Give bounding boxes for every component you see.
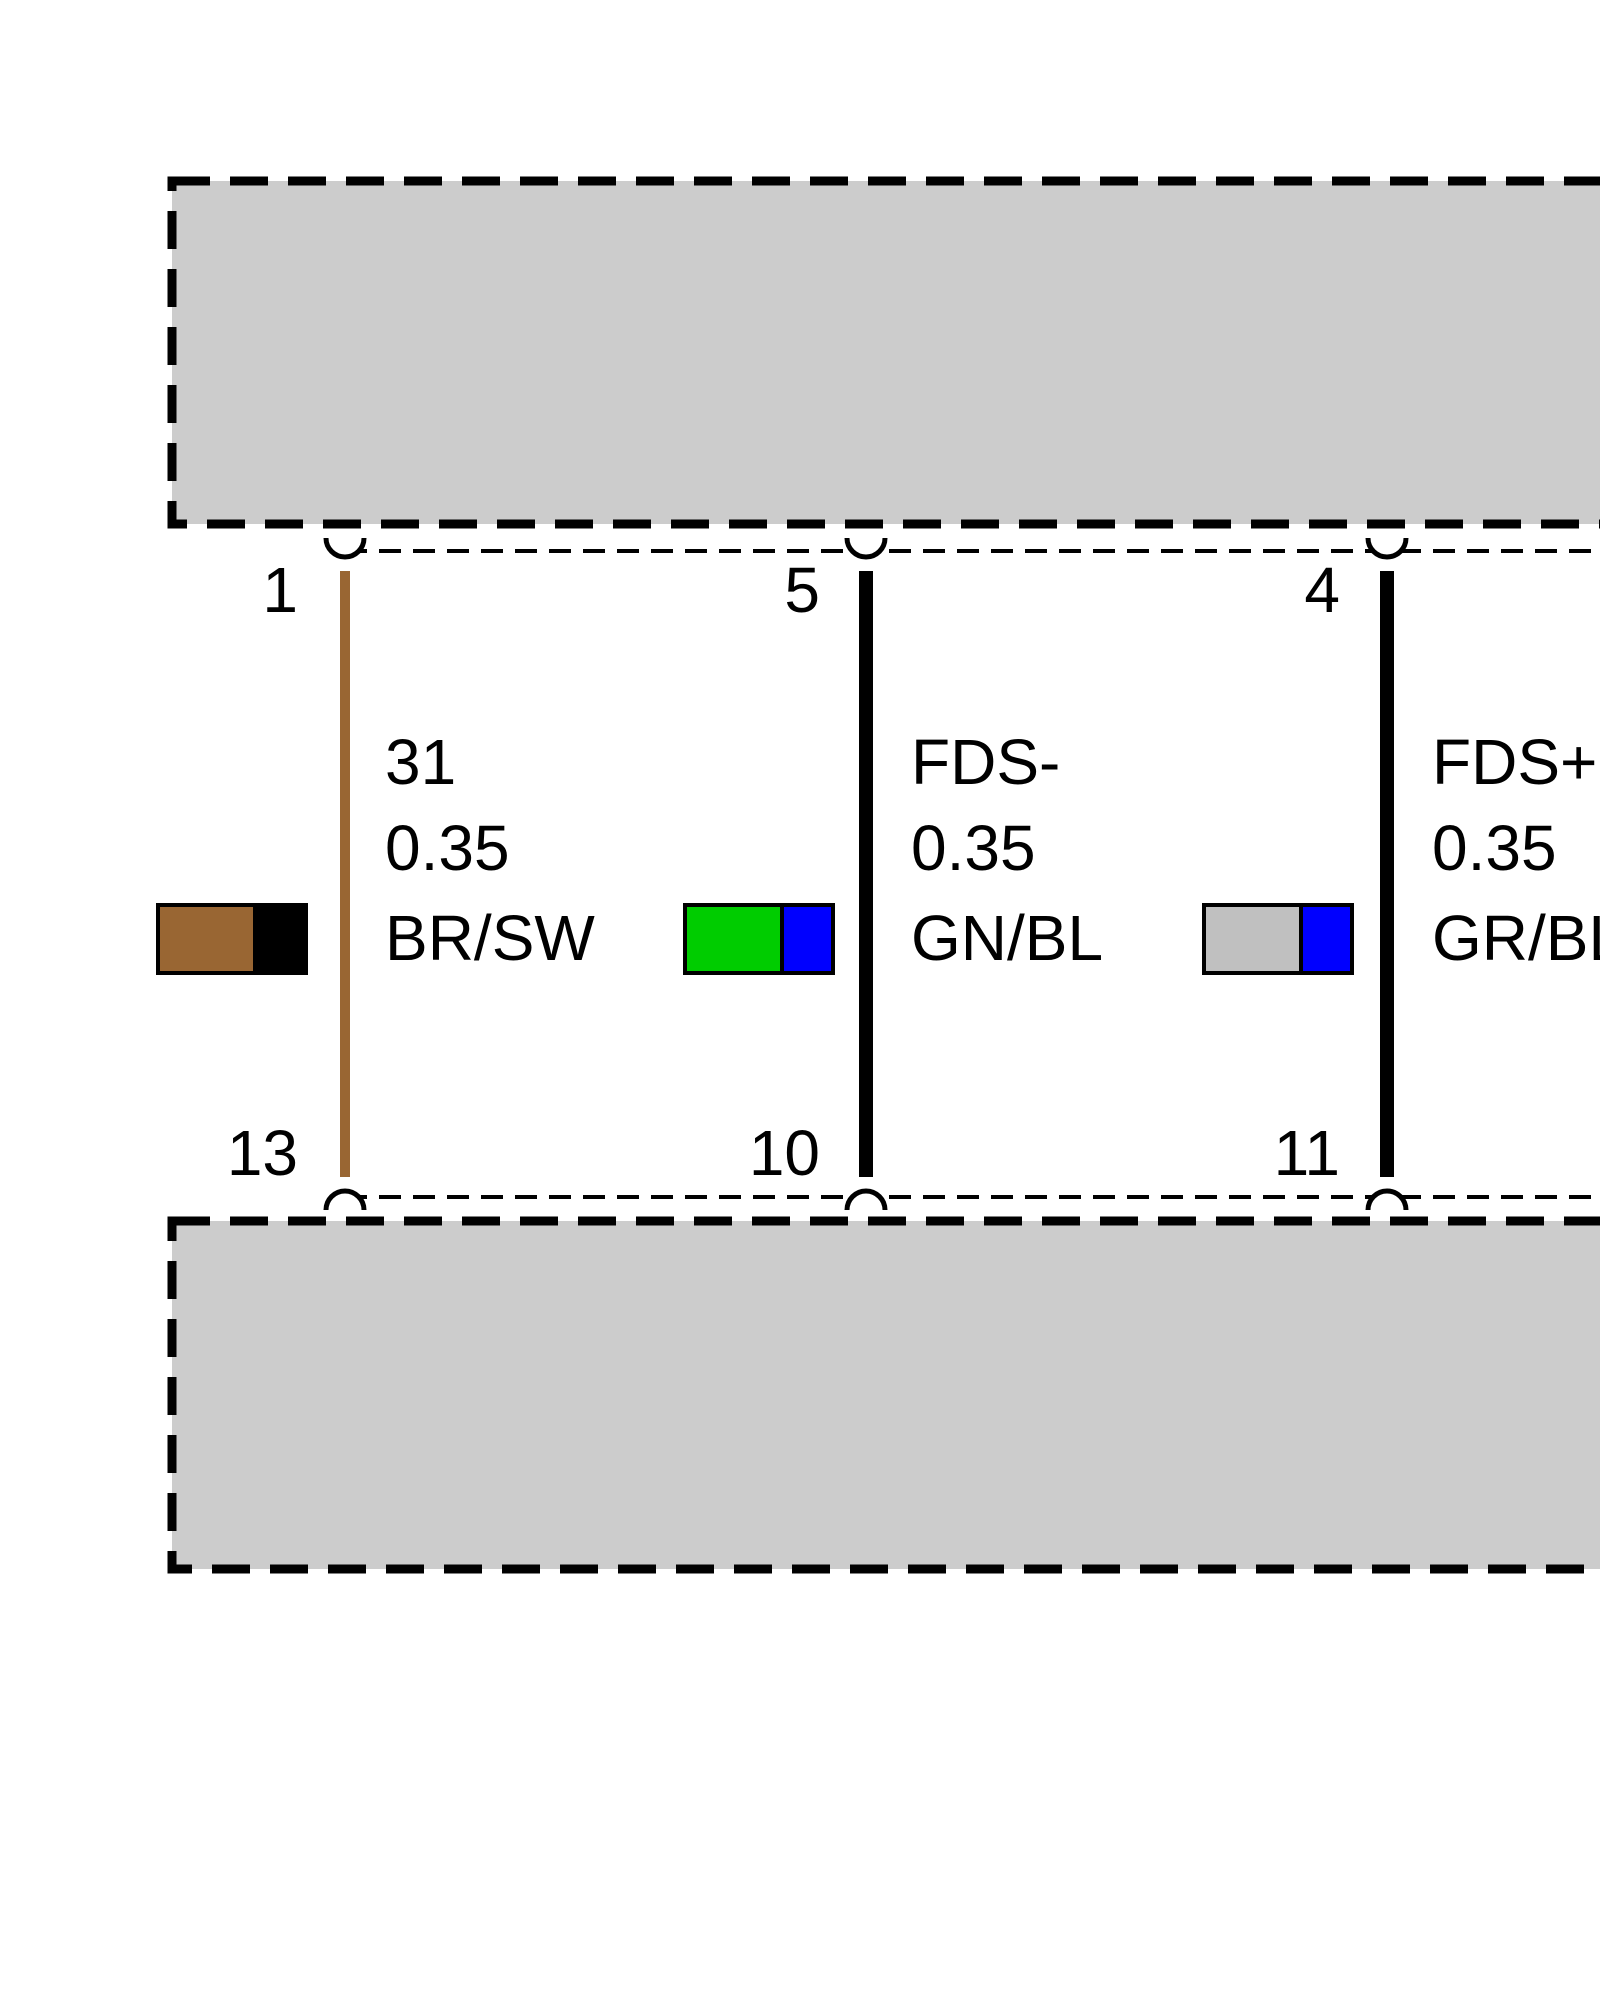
wire-2-pin-bottom-label: 10 [749, 1117, 820, 1189]
wire-1-swatch-stripe [253, 903, 308, 975]
wire-3-pin-top-label: 4 [1304, 554, 1340, 626]
wire-1-bottom-pin [323, 1188, 367, 1211]
wire-3: 4 11 FDS+ 0.35 GR/BL [1202, 537, 1600, 1211]
wire-2-signal-label: FDS- [911, 726, 1060, 798]
wire-1-gauge-label: 0.35 [385, 812, 510, 884]
wire-2-gauge-label: 0.35 [911, 812, 1036, 884]
wire-1-color-code-label: BR/SW [385, 902, 595, 974]
wire-3-top-pin [1365, 537, 1409, 560]
wire-2-bottom-pin [844, 1188, 888, 1211]
wire-1-pin-top-label: 1 [262, 554, 298, 626]
wire-3-bottom-pin [1365, 1188, 1409, 1211]
wire-1-signal-label: 31 [385, 726, 456, 798]
wire-2-swatch-stripe [780, 903, 835, 975]
wire-1-top-pin [323, 537, 367, 560]
wire-2-top-pin [844, 537, 888, 560]
wire-3-gauge-label: 0.35 [1432, 812, 1557, 884]
wire-2: 5 10 FDS- 0.35 GN/BL [683, 537, 1103, 1211]
wire-3-signal-label: FDS+ [1432, 726, 1597, 798]
lower-component-box [167, 1216, 1600, 1574]
wire-2-swatch-primary [683, 903, 784, 975]
wire-1-swatch-primary [156, 903, 257, 975]
wire-3-color-swatch [1202, 903, 1354, 975]
wire-1-color-swatch [156, 903, 308, 975]
wire-1-pin-bottom-label: 13 [227, 1117, 298, 1189]
wire-2-color-code-label: GN/BL [911, 902, 1103, 974]
wire-2-color-swatch [683, 903, 835, 975]
wire-3-color-code-label: GR/BL [1432, 902, 1600, 974]
upper-component-box [167, 176, 1600, 529]
wire-3-swatch-stripe [1299, 903, 1354, 975]
wire-1: 1 13 31 0.35 BR/SW [156, 537, 595, 1211]
wire-3-swatch-primary [1202, 903, 1303, 975]
wire-3-pin-bottom-label: 11 [1274, 1117, 1340, 1189]
wire-2-pin-top-label: 5 [784, 554, 820, 626]
